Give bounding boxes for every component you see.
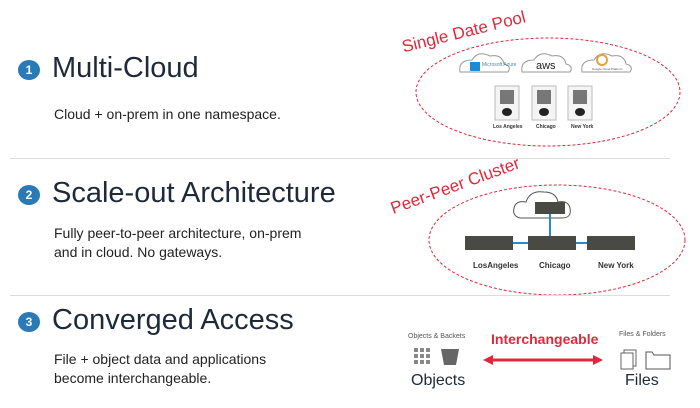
site-label: LosAngeles	[473, 261, 519, 270]
site-label: New York	[571, 124, 594, 130]
double-arrow	[483, 355, 603, 365]
bucket-icon	[441, 349, 459, 365]
files-caption: Files & Folders	[619, 331, 666, 338]
section-title: Converged Access	[52, 304, 294, 336]
files-label: Files	[625, 372, 659, 389]
cloud-label-azure: Microsoft Azure	[482, 62, 517, 68]
grid-objects-icon	[414, 348, 430, 364]
single-data-pool-ellipse	[415, 37, 681, 147]
section-description-line: and in cloud. No gateways.	[54, 244, 223, 260]
documents-icon	[620, 349, 637, 370]
section-description-line: File + object data and applications	[54, 351, 267, 367]
section-description: Cloud + on-prem in one namespace.	[54, 106, 281, 122]
site-label: Chicago	[536, 124, 556, 130]
section-description-line: become interchangeable.	[54, 370, 212, 386]
folder-icon	[645, 351, 671, 370]
section-number-badge: 1	[18, 60, 40, 80]
site-label: Chicago	[539, 261, 571, 270]
section-title: Multi-Cloud	[52, 52, 199, 84]
cloud-icon-google	[581, 53, 632, 73]
node-icons	[465, 202, 635, 250]
section-number-badge: 2	[18, 185, 40, 205]
cloud-label-aws: aws	[536, 60, 556, 72]
site-label: Los Angeles	[493, 124, 523, 130]
section-number-badge: 3	[18, 312, 40, 332]
interchangeable-label: Interchangeable	[491, 331, 599, 347]
server-icons	[494, 85, 593, 121]
cloud-icon-aws	[521, 53, 572, 73]
peer-cluster-ellipse	[428, 184, 686, 296]
section-title: Scale-out Architecture	[52, 177, 336, 209]
divider	[10, 158, 670, 159]
cloud-icon-azure	[459, 53, 510, 73]
section-description-line: Fully peer-to-peer architecture, on-prem	[54, 225, 302, 241]
cloud-label-google: Google Cloud Platform	[592, 67, 623, 71]
objects-caption: Objects & Backets	[408, 333, 466, 340]
objects-label: Objects	[411, 372, 466, 389]
site-label: New York	[598, 261, 634, 270]
divider	[10, 295, 670, 296]
